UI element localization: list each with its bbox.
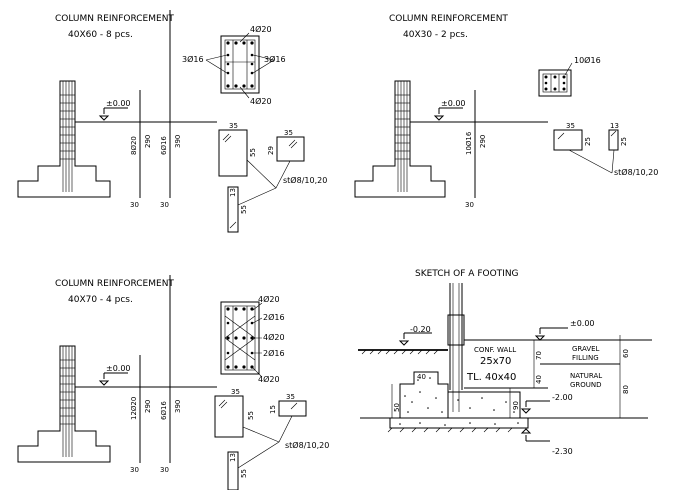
panel-a-dim-30b: 30 xyxy=(160,201,169,209)
panel-c-st-55: 55 xyxy=(247,411,255,420)
panel-d-dim-40b: 40 xyxy=(417,373,426,381)
panel-c-bars-2b: 2Ø16 xyxy=(263,348,285,358)
panel-a-dim-stirrups: 6Ø16 xyxy=(160,136,168,155)
panel-d-tl-label: TL. 40x40 xyxy=(466,372,516,383)
panel-b-dim-bars: 10Ø16 xyxy=(465,131,473,155)
panel-c-dim-bars: 12Ø20 xyxy=(130,397,138,420)
panel-a-dim-bars: 8Ø20 xyxy=(130,136,138,155)
panel-c-dim-290: 290 xyxy=(144,400,152,413)
panel-c-st-35a: 35 xyxy=(231,388,240,396)
panel-b-stirrup-spec: stØ8/10,20 xyxy=(614,167,658,177)
panel-c-stirrup-spec: stØ8/10,20 xyxy=(285,440,329,450)
panel-a-st-35a: 35 xyxy=(229,122,238,130)
panel-d-dim-90: 90 xyxy=(512,401,520,410)
panel-a-bars-top: 4Ø20 xyxy=(250,24,272,34)
panel-b-bars: 10Ø16 xyxy=(574,55,601,65)
panel-b: COLUMN REINFORCEMENT 40X30 - 2 pcs. ±0.0… xyxy=(354,14,658,209)
panel-a-bars-left: 3Ø16 xyxy=(182,54,204,64)
panel-b-st-35: 35 xyxy=(566,122,575,130)
panel-b-dim-290: 290 xyxy=(479,135,487,148)
panel-d-level-m200: -2.00 xyxy=(552,393,573,402)
panel-c-bars-top: 4Ø20 xyxy=(258,294,280,304)
panel-c-footing-elevation xyxy=(17,275,217,463)
panel-c-dim-390: 390 xyxy=(174,400,182,413)
panel-c-subtitle: 40X70 - 4 pcs. xyxy=(68,295,133,305)
panel-b-subtitle: 40X30 - 2 pcs. xyxy=(403,30,468,40)
panel-a-dim-30a: 30 xyxy=(130,201,139,209)
panel-b-footing-elevation xyxy=(354,80,548,198)
panel-d-wall-size: 25x70 xyxy=(480,356,511,367)
panel-c-dim-30b: 30 xyxy=(160,466,169,474)
panel-d-dim-70: 70 xyxy=(535,351,543,360)
panel-a-dim-290: 290 xyxy=(144,135,152,148)
panel-b-cross-section xyxy=(538,62,573,97)
panel-d-level-top: ±0.00 xyxy=(570,319,595,328)
panel-a-bars-right: 3Ø16 xyxy=(264,54,286,64)
panel-d-title: SKETCH OF A FOOTING xyxy=(415,269,519,279)
panel-d-gravel-1: GRAVEL xyxy=(572,345,600,353)
panel-d: SKETCH OF A FOOTING xyxy=(358,269,652,456)
panel-a-footing-elevation xyxy=(17,10,217,198)
panel-b-stirrup-details xyxy=(553,129,619,174)
panel-c-title: COLUMN REINFORCEMENT xyxy=(55,279,174,289)
panel-d-natural-1: NATURAL xyxy=(570,372,602,380)
panel-c-st-15: 15 xyxy=(269,405,277,414)
panel-c-stirrup-details xyxy=(214,395,307,491)
panel-c-bars-bottom: 4Ø20 xyxy=(258,374,280,384)
panel-d-wall-label: CONF. WALL xyxy=(474,346,516,354)
panel-d-level-m020: -0.20 xyxy=(410,325,431,334)
panel-c-level: ±0.00 xyxy=(106,364,131,373)
panel-a-cross-section xyxy=(205,32,275,99)
panel-a: COLUMN REINFORCEMENT 40X60 - 8 pcs. ±0.0… xyxy=(17,10,327,233)
panel-c-st-35b: 35 xyxy=(286,393,295,401)
panel-b-title: COLUMN REINFORCEMENT xyxy=(389,14,508,24)
panel-a-title: COLUMN REINFORCEMENT xyxy=(55,14,174,24)
panel-b-st-13: 13 xyxy=(610,122,619,130)
panel-d-dim-80: 80 xyxy=(622,385,630,394)
panel-c-bars-2a: 2Ø16 xyxy=(263,312,285,322)
panel-a-st-55: 55 xyxy=(249,148,257,157)
panel-d-dim-50: 50 xyxy=(393,403,401,412)
panel-c-dim-30a: 30 xyxy=(130,466,139,474)
panel-a-dim-390: 390 xyxy=(174,135,182,148)
panel-a-stirrup-details xyxy=(218,129,305,233)
panel-a-st-35b: 35 xyxy=(284,129,293,137)
panel-c-hook-13: 13 xyxy=(229,453,237,462)
panel-a-st-29: 29 xyxy=(267,146,275,155)
panel-c: COLUMN REINFORCEMENT 40X70 - 4 pcs. ±0.0… xyxy=(17,275,329,491)
panel-d-gravel-2: FILLING xyxy=(572,354,599,362)
panel-c-dim-stirrups: 6Ø16 xyxy=(160,401,168,420)
panel-a-subtitle: 40X60 - 8 pcs. xyxy=(68,30,133,40)
panel-c-bars-4: 4Ø20 xyxy=(263,332,285,342)
panel-a-bars-bottom: 4Ø20 xyxy=(250,96,272,106)
panel-c-cross-section xyxy=(220,301,263,378)
panel-d-dim-40: 40 xyxy=(535,375,543,384)
panel-d-footing-section xyxy=(358,283,652,442)
panel-b-st-25a: 25 xyxy=(584,137,592,146)
panel-b-level: ±0.00 xyxy=(441,99,466,108)
panel-b-dim-30: 30 xyxy=(465,201,474,209)
panel-d-level-m230: -2.30 xyxy=(552,447,573,456)
panel-a-level: ±0.00 xyxy=(106,99,131,108)
panel-d-dim-60: 60 xyxy=(622,349,630,358)
panel-a-hook-13: 13 xyxy=(229,188,237,197)
panel-b-st-25b: 25 xyxy=(620,137,628,146)
panel-a-hook-55: 55 xyxy=(240,205,248,214)
panel-a-stirrup-spec: stØ8/10,20 xyxy=(283,175,327,185)
panel-d-natural-2: GROUND xyxy=(570,381,602,389)
panel-c-hook-55: 55 xyxy=(240,469,248,478)
